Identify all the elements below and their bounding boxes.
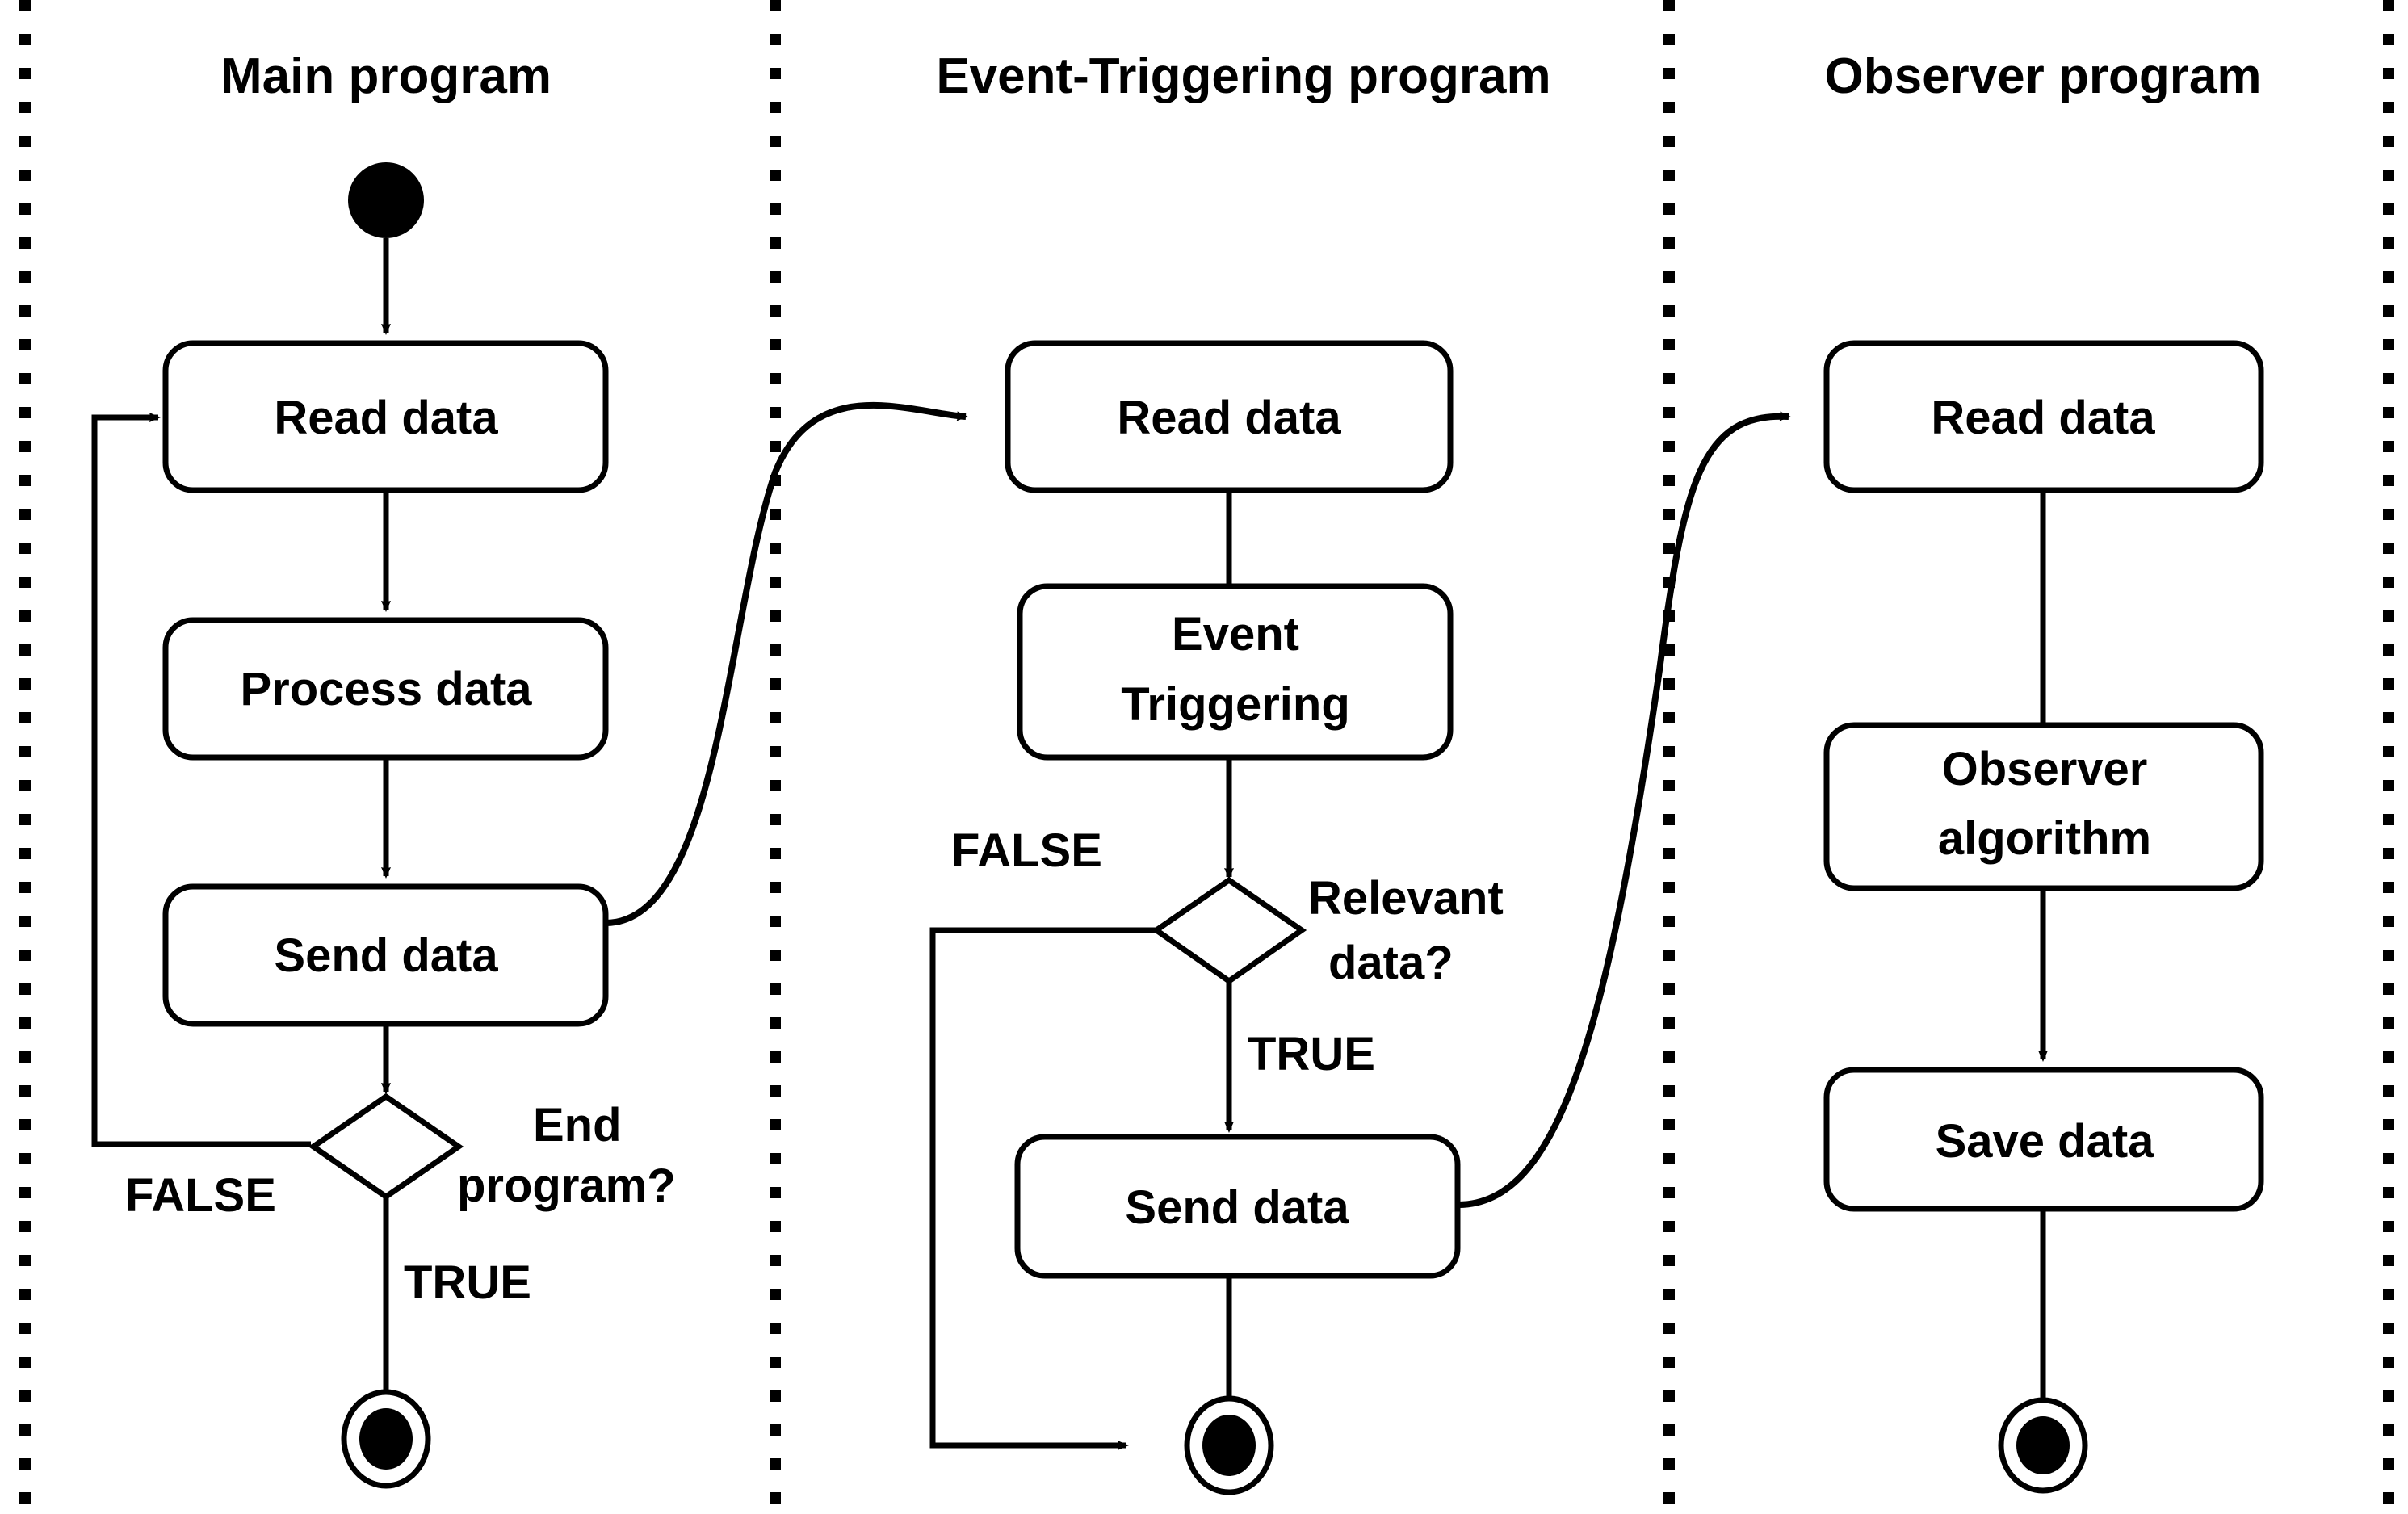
event-send-data-label: Send data	[1125, 1181, 1349, 1234]
event-relevant-data-decision[interactable]	[1151, 876, 1307, 985]
event-triggering-node[interactable]: Event Triggering	[1017, 583, 1454, 761]
main-final-node	[341, 1389, 431, 1489]
main-read-data-node[interactable]: Read data	[162, 340, 609, 493]
main-send-data-label: Send data	[274, 929, 498, 982]
event-triggering-label-line1: Event	[1172, 608, 1299, 661]
main-decision-label-line2: program?	[457, 1160, 676, 1212]
observer-save-data-node[interactable]: Save data	[1823, 1067, 2264, 1212]
event-triggering-label-line2: Triggering	[1121, 678, 1350, 731]
event-decision-label-line1: Relevant	[1308, 872, 1504, 925]
main-process-data-box	[162, 617, 609, 761]
event-true-edge-label: TRUE	[1248, 1028, 1375, 1080]
main-process-data-label: Process data	[240, 663, 532, 715]
event-final-node	[1184, 1395, 1274, 1495]
main-process-data-node[interactable]: Process data	[162, 617, 609, 761]
observer-algorithm-node[interactable]: Observer algorithm	[1823, 722, 2264, 891]
observer-save-data-label: Save data	[1936, 1115, 2155, 1168]
main-read-data-box	[162, 340, 609, 493]
flow-main-decision-false-loop	[91, 413, 311, 1147]
observer-algorithm-label-line1: Observer	[1942, 743, 2148, 795]
event-read-data-label: Read data	[1117, 392, 1341, 444]
lane-title-main: Main program	[220, 48, 552, 104]
lane-title-event: Event-Triggering program	[936, 48, 1550, 104]
main-send-data-node[interactable]: Send data	[162, 883, 609, 1027]
observer-read-data-label: Read data	[1931, 392, 2155, 444]
main-end-program-decision[interactable]	[308, 1093, 464, 1201]
event-send-data-node[interactable]: Send data	[1014, 1134, 1461, 1279]
observer-final-node	[1998, 1397, 2088, 1494]
main-initial-node	[348, 162, 424, 238]
event-read-data-box	[1005, 340, 1454, 493]
lane-title-observer: Observer program	[1825, 48, 2262, 104]
observer-algorithm-label-line2: algorithm	[1938, 812, 2151, 865]
event-read-data-node[interactable]: Read data	[1005, 340, 1454, 493]
flow-main-send-to-event-read	[605, 401, 968, 926]
observer-algorithm-box	[1823, 722, 2264, 891]
event-send-data-box	[1014, 1134, 1461, 1279]
main-decision-label-line1: End	[533, 1099, 622, 1151]
observer-final-node-core	[2016, 1416, 2070, 1474]
main-false-edge-label: FALSE	[125, 1169, 276, 1222]
main-true-edge-label: TRUE	[404, 1256, 531, 1309]
main-read-data-label: Read data	[274, 392, 498, 444]
flow-event-send-to-observer-read	[1458, 411, 1791, 1208]
main-send-data-box	[162, 883, 609, 1027]
observer-save-data-box	[1823, 1067, 2264, 1212]
main-final-node-core	[359, 1408, 413, 1470]
observer-read-data-box	[1823, 340, 2264, 493]
observer-read-data-node[interactable]: Read data	[1823, 340, 2264, 493]
flow-event-decision-false-to-end	[929, 927, 1156, 1450]
event-triggering-box	[1017, 583, 1454, 761]
event-final-node-core	[1202, 1415, 1256, 1476]
event-false-edge-label: FALSE	[951, 824, 1102, 877]
event-decision-label-line2: data?	[1328, 937, 1454, 989]
